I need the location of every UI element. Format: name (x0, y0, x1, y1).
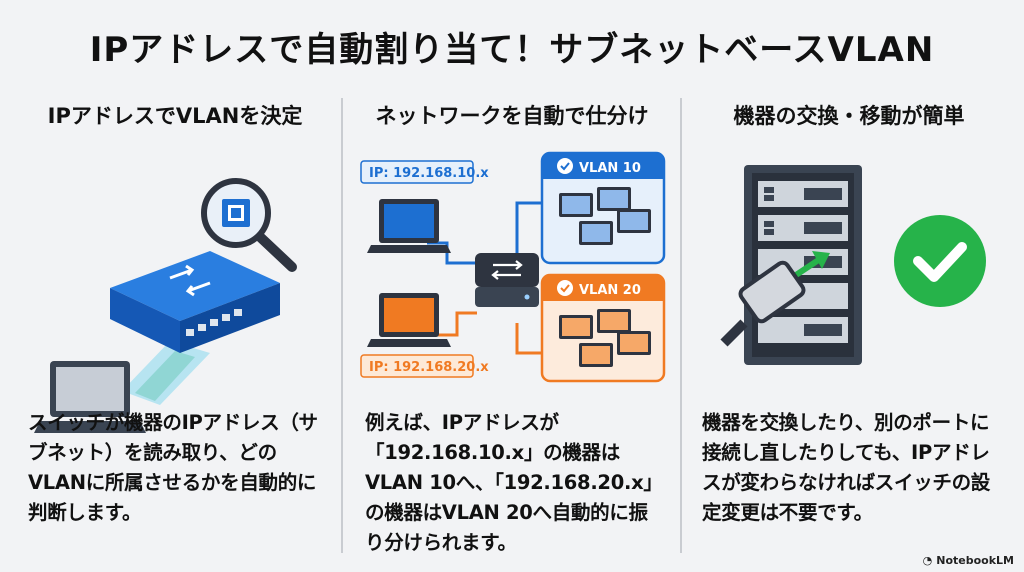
column-body: 機器を交換したり、別のポートに接続し直したりしても、IPアドレスが変わらなければ… (702, 411, 991, 524)
column-heading: IPアドレスでVLANを決定 (47, 104, 303, 128)
ip-tag-top: IP: 192.168.10.x (360, 160, 489, 184)
column-divider (680, 98, 682, 553)
footer-brand: ◔ NotebookLM (923, 554, 1014, 567)
network-switch-icon (110, 251, 280, 353)
vlan-label-bottom: VLAN 20 (579, 283, 641, 298)
laptop-blue-icon (367, 199, 451, 253)
switch-illustration (34, 178, 297, 433)
laptop-icon (34, 361, 146, 433)
server-rack-icon (744, 165, 862, 365)
footer-label: NotebookLM (936, 554, 1014, 567)
vlan-10-group: VLAN 10 (540, 151, 666, 265)
column-body: スイッチが機器のIPアドレス（サブネット）を読み取り、どのVLANに所属させるか… (28, 411, 318, 524)
check-icon (894, 215, 986, 307)
vlan-20-group: VLAN 20 (540, 273, 666, 383)
column-heading: ネットワークを自動で仕分け (375, 104, 649, 128)
column-heading: 機器の交換・移動が簡単 (733, 104, 965, 128)
column-ip-decides-vlan: IPアドレスでVLANを決定 (10, 88, 340, 563)
server-rack-illustration (720, 165, 986, 365)
arrow-plug-icon (720, 251, 830, 347)
magnifier-icon (201, 178, 297, 272)
laptop-group-blue-icon (559, 187, 651, 245)
notebooklm-logo-icon: ◔ (922, 554, 933, 567)
laptop-group-orange-icon (559, 309, 651, 367)
vlan-label-top: VLAN 10 (579, 161, 641, 176)
column-auto-sort: ネットワークを自動で仕分け IP: 192.168.10.x (347, 88, 677, 563)
column-divider (341, 98, 343, 553)
laptop-orange-icon (367, 293, 451, 347)
ip-label-bottom: IP: 192.168.20.x (369, 360, 489, 375)
ip-tag-bottom: IP: 192.168.20.x (360, 354, 489, 378)
network-switch-icon (475, 253, 539, 307)
network-sort-illustration: IP: 192.168.10.x IP: 192.168.20.x (360, 151, 666, 383)
column-body: 例えば、IPアドレスが「192.168.10.x」の機器はVLAN 10へ、「1… (365, 411, 663, 554)
ip-label-top: IP: 192.168.10.x (369, 166, 489, 181)
page-title: IPアドレスで自動割り当て！サブネットベースVLAN (89, 30, 935, 70)
data-stream-icon (122, 341, 210, 405)
column-easy-replacement: 機器の交換・移動が簡単 機器を (684, 88, 1014, 563)
